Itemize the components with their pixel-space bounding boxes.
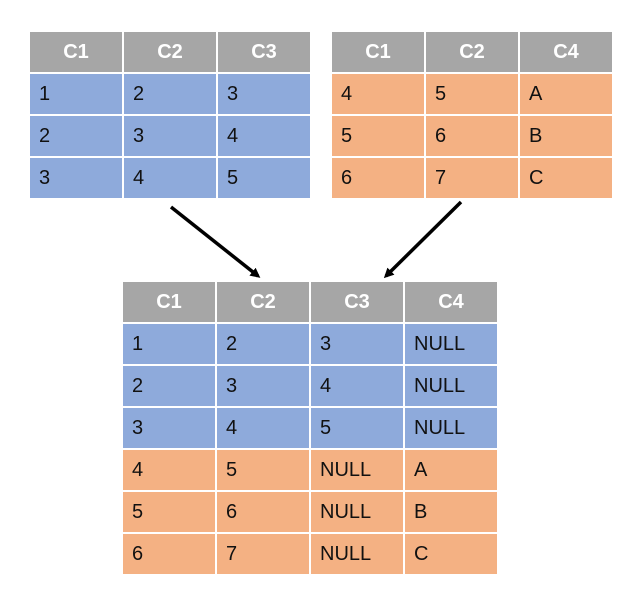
column-header: C3 [309, 280, 405, 324]
table-cell: 5 [121, 490, 217, 534]
table-cell: 6 [215, 490, 311, 534]
table-cell: 2 [122, 72, 218, 116]
arrow-right [383, 200, 463, 279]
table-cell: C [518, 156, 614, 200]
table-cell: 5 [330, 114, 426, 158]
table-cell: 6 [121, 532, 217, 576]
column-header: C4 [518, 30, 614, 74]
table-cell: NULL [403, 364, 499, 408]
table-row: 3 4 5 NULL [121, 406, 499, 450]
table-cell: 1 [121, 322, 217, 366]
table-cell: 7 [424, 156, 520, 200]
table-cell: NULL [309, 532, 405, 576]
table-row: 5 6 B [330, 114, 614, 158]
table-cell: 3 [28, 156, 124, 200]
table-cell: 2 [28, 114, 124, 158]
table-cell: NULL [309, 490, 405, 534]
table-row: 2 3 4 NULL [121, 364, 499, 408]
table-cell: 5 [215, 448, 311, 492]
table-cell: 3 [215, 364, 311, 408]
table-cell: NULL [403, 322, 499, 366]
column-header: C2 [215, 280, 311, 324]
table-cell: 4 [309, 364, 405, 408]
column-header: C1 [28, 30, 124, 74]
table-row: 1 2 3 [28, 72, 312, 116]
table-cell: 3 [121, 406, 217, 450]
table-row: 3 4 5 [28, 156, 312, 200]
column-header: C1 [330, 30, 426, 74]
table-cell: A [518, 72, 614, 116]
table-cell: 5 [424, 72, 520, 116]
table-row: 1 2 3 NULL [121, 322, 499, 366]
table-cell: 3 [309, 322, 405, 366]
source-table-a: C1 C2 C3 1 2 3 2 3 4 3 4 5 [28, 30, 312, 200]
table-row: 4 5 NULL A [121, 448, 499, 492]
table-cell: NULL [309, 448, 405, 492]
arrow-left [169, 205, 261, 278]
table-cell: 4 [216, 114, 312, 158]
table-cell: 4 [330, 72, 426, 116]
table-cell: 3 [216, 72, 312, 116]
table-cell: 4 [122, 156, 218, 200]
header-row: C1 C2 C3 C4 [121, 280, 499, 324]
table-row: 2 3 4 [28, 114, 312, 158]
table-row: 5 6 NULL B [121, 490, 499, 534]
table-cell: 3 [122, 114, 218, 158]
column-header: C4 [403, 280, 499, 324]
table-cell: 6 [424, 114, 520, 158]
column-header: C1 [121, 280, 217, 324]
column-header: C3 [216, 30, 312, 74]
table-row: 6 7 NULL C [121, 532, 499, 576]
table-row: 6 7 C [330, 156, 614, 200]
source-table-b: C1 C2 C4 4 5 A 5 6 B 6 7 C [330, 30, 614, 200]
table-cell: A [403, 448, 499, 492]
column-header: C2 [424, 30, 520, 74]
table-cell: B [403, 490, 499, 534]
table-cell: 7 [215, 532, 311, 576]
table-cell: 1 [28, 72, 124, 116]
table-cell: 4 [215, 406, 311, 450]
table-cell: NULL [403, 406, 499, 450]
table-cell: 2 [215, 322, 311, 366]
table-cell: 4 [121, 448, 217, 492]
table-cell: 5 [216, 156, 312, 200]
table-cell: B [518, 114, 614, 158]
table-cell: 5 [309, 406, 405, 450]
result-table: C1 C2 C3 C4 1 2 3 NULL 2 3 4 NULL 3 4 5 … [121, 280, 499, 576]
header-row: C1 C2 C4 [330, 30, 614, 74]
table-cell: C [403, 532, 499, 576]
table-cell: 6 [330, 156, 426, 200]
header-row: C1 C2 C3 [28, 30, 312, 74]
table-row: 4 5 A [330, 72, 614, 116]
table-cell: 2 [121, 364, 217, 408]
column-header: C2 [122, 30, 218, 74]
